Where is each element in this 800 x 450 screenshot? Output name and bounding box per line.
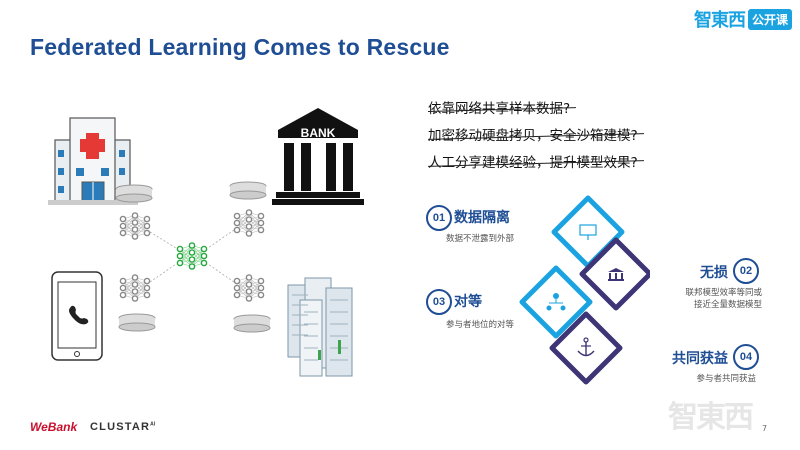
point-title-03: 对等 — [454, 294, 482, 310]
point-badge-03: 03 — [426, 289, 452, 315]
point-desc-01: 数据不泄露到外部 — [446, 234, 515, 244]
watermark-logo: 智東西 — [668, 400, 754, 435]
neural-net-phone — [119, 274, 151, 302]
point-title-02: 无损 — [700, 265, 728, 281]
point-title-04: 共同获益 — [672, 351, 728, 367]
question-2: 加密移动硬盘拷贝，安全沙箱建模? — [428, 124, 644, 144]
federated-illustration: BANK — [48, 108, 364, 377]
neural-net-hospital — [119, 212, 151, 240]
webank-logo: WeBank — [30, 420, 78, 434]
diamond-bank — [579, 237, 650, 311]
question-1: 依靠网络共享样本数据? — [428, 97, 577, 117]
point-desc-04: 参与者共同获益 — [696, 374, 756, 384]
brand-logo-text: 智東西 — [693, 10, 746, 31]
diamond-diagram — [519, 195, 650, 385]
diamond-network — [519, 265, 593, 339]
clustar-logo: CLUSTARAI — [90, 421, 156, 433]
phone-icon — [51, 271, 103, 361]
bank-icon: BANK — [272, 108, 364, 205]
database-icon — [233, 314, 271, 333]
point-desc-03: 参与者地位的对等 — [446, 320, 515, 330]
bank-small-icon — [608, 268, 624, 272]
neural-network-group — [119, 209, 265, 302]
database-icon — [115, 184, 153, 203]
bank-label: BANK — [301, 126, 336, 140]
neural-net-buildings — [233, 274, 265, 302]
question-3: 人工分享建模经验，提升模型效果? — [428, 151, 644, 171]
database-icon — [229, 181, 267, 200]
buildings-icon — [287, 277, 353, 377]
slide-title: Federated Learning Comes to Rescue — [30, 34, 450, 60]
connection-line — [207, 263, 235, 283]
page-number: 7 — [762, 424, 768, 433]
connection-line — [149, 263, 177, 283]
point-badge-01: 01 — [426, 205, 452, 231]
point-desc-02: 联邦模型效率等同或 接近全量数据模型 — [685, 288, 762, 310]
connection-line — [207, 229, 235, 249]
point-badge-04: 04 — [733, 344, 759, 370]
diamond-anchor — [549, 311, 623, 385]
network-people-icon — [553, 293, 559, 299]
connection-line — [149, 231, 177, 249]
database-icon — [118, 313, 156, 332]
neural-net-central — [176, 242, 208, 270]
point-title-01: 数据隔离 — [454, 210, 510, 226]
neural-net-bank — [233, 209, 265, 237]
hospital-icon — [48, 117, 138, 205]
brand-logo: 智東西 公开课 — [694, 6, 792, 32]
point-badge-02: 02 — [733, 258, 759, 284]
brand-tag: 公开课 — [747, 8, 792, 30]
